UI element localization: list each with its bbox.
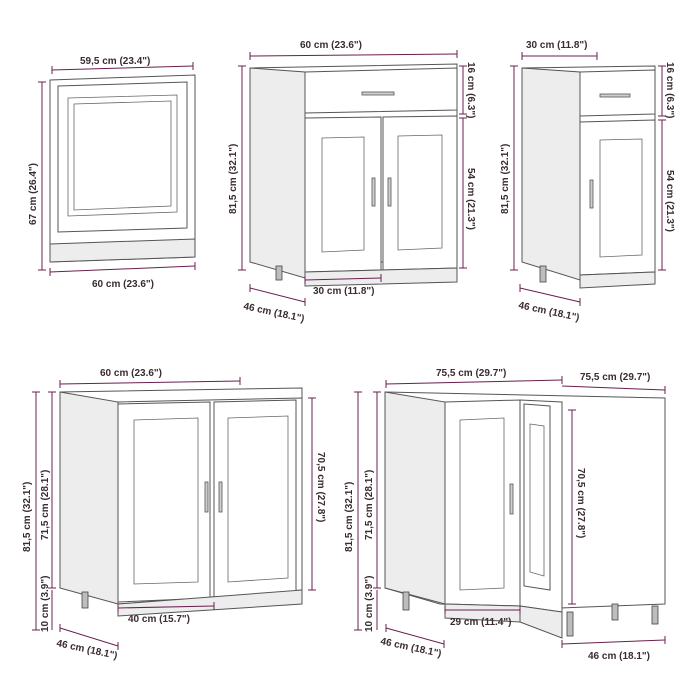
cabinet-2-drawer-height: 16 cm (6.3") bbox=[465, 62, 476, 118]
cabinet-4-door-width: 40 cm (15.7") bbox=[128, 614, 190, 625]
cabinet-1-frame bbox=[57, 81, 188, 233]
cabinet-1-top-width: 59,5 cm (23.4") bbox=[80, 56, 150, 67]
cabinet-4-door-left bbox=[117, 401, 211, 603]
cabinet-5-door-height: 70,5 cm (27.8") bbox=[575, 468, 586, 538]
cabinet-4-door-height: 70,5 cm (27.8") bbox=[315, 452, 326, 522]
cabinet-3-drawer bbox=[579, 69, 656, 117]
cabinet-5-plinth: 10 cm (3.9") bbox=[364, 576, 375, 632]
cabinet-1: 59,5 cm (23.4") 67 cm (26.4") 60 cm (23.… bbox=[28, 56, 196, 290]
cabinet-3: 30 cm (11.8") 81,5 cm (32.1") 16 cm (6.3… bbox=[500, 40, 675, 324]
cabinet-4-depth: 46 cm (18.1") bbox=[55, 638, 118, 662]
cabinet-5-width-right: 75,5 cm (29.7") bbox=[580, 372, 650, 383]
cabinet-5: 75,5 cm (29.7") 75,5 cm (29.7") 81,5 cm … bbox=[344, 368, 666, 662]
cabinet-5-height: 81,5 cm (32.1") bbox=[344, 482, 355, 552]
cabinet-5-inner-height: 71,5 cm (28.1") bbox=[364, 470, 375, 540]
cabinet-3-width: 30 cm (11.8") bbox=[526, 40, 587, 51]
cabinet-2-door-width: 30 cm (11.8") bbox=[313, 286, 374, 297]
cabinet-4: 60 cm (23.6") 81,5 cm (32.1") 71,5 cm (2… bbox=[22, 368, 326, 662]
cabinet-3-door-height: 54 cm (21.3") bbox=[664, 170, 675, 232]
cabinet-5-depth-left: 46 cm (18.1") bbox=[379, 636, 442, 660]
cabinet-3-depth: 46 cm (18.1") bbox=[517, 300, 580, 324]
cabinet-5-door-width: 29 cm (11.4") bbox=[450, 617, 511, 628]
cabinet-2-height: 81,5 cm (32.1") bbox=[228, 144, 239, 214]
cabinet-3-height: 81,5 cm (32.1") bbox=[500, 144, 511, 214]
cabinet-3-drawer-handle bbox=[599, 93, 631, 98]
cabinet-2-door-right bbox=[382, 115, 458, 271]
cabinet-1-height: 67 cm (26.4") bbox=[28, 163, 39, 225]
cabinet-4-width: 60 cm (23.6") bbox=[100, 368, 162, 379]
cabinet-3-drawer-height: 16 cm (6.3") bbox=[664, 62, 675, 118]
cabinet-4-door-right bbox=[213, 399, 297, 599]
cabinet-5-width-left: 75,5 cm (29.7") bbox=[436, 368, 506, 379]
cabinet-4-plinth: 10 cm (3.9") bbox=[40, 576, 51, 632]
cabinet-5-depth-right: 46 cm (18.1") bbox=[588, 651, 650, 662]
cabinet-2-drawer-handle bbox=[361, 91, 395, 96]
cabinet-2-door-height: 54 cm (21.3") bbox=[465, 168, 476, 230]
cabinet-2-depth: 46 cm (18.1") bbox=[242, 301, 305, 325]
cabinet-4-height: 81,5 cm (32.1") bbox=[22, 482, 33, 552]
cabinet-2-door-left bbox=[304, 116, 382, 273]
cabinet-5-door-left bbox=[444, 399, 521, 607]
cabinet-2-drawer bbox=[304, 67, 458, 114]
cabinet-2-width: 60 cm (23.6") bbox=[300, 40, 362, 51]
cabinet-2: 60 cm (23.6") 81,5 cm (32.1") 16 cm (6.3… bbox=[228, 40, 476, 325]
cabinet-1-bottom-width: 60 cm (23.6") bbox=[92, 279, 154, 290]
cabinet-5-door-right bbox=[523, 403, 551, 591]
cabinet-1-plinth bbox=[49, 238, 196, 263]
cabinet-4-inner-height: 71,5 cm (28.1") bbox=[40, 470, 51, 540]
